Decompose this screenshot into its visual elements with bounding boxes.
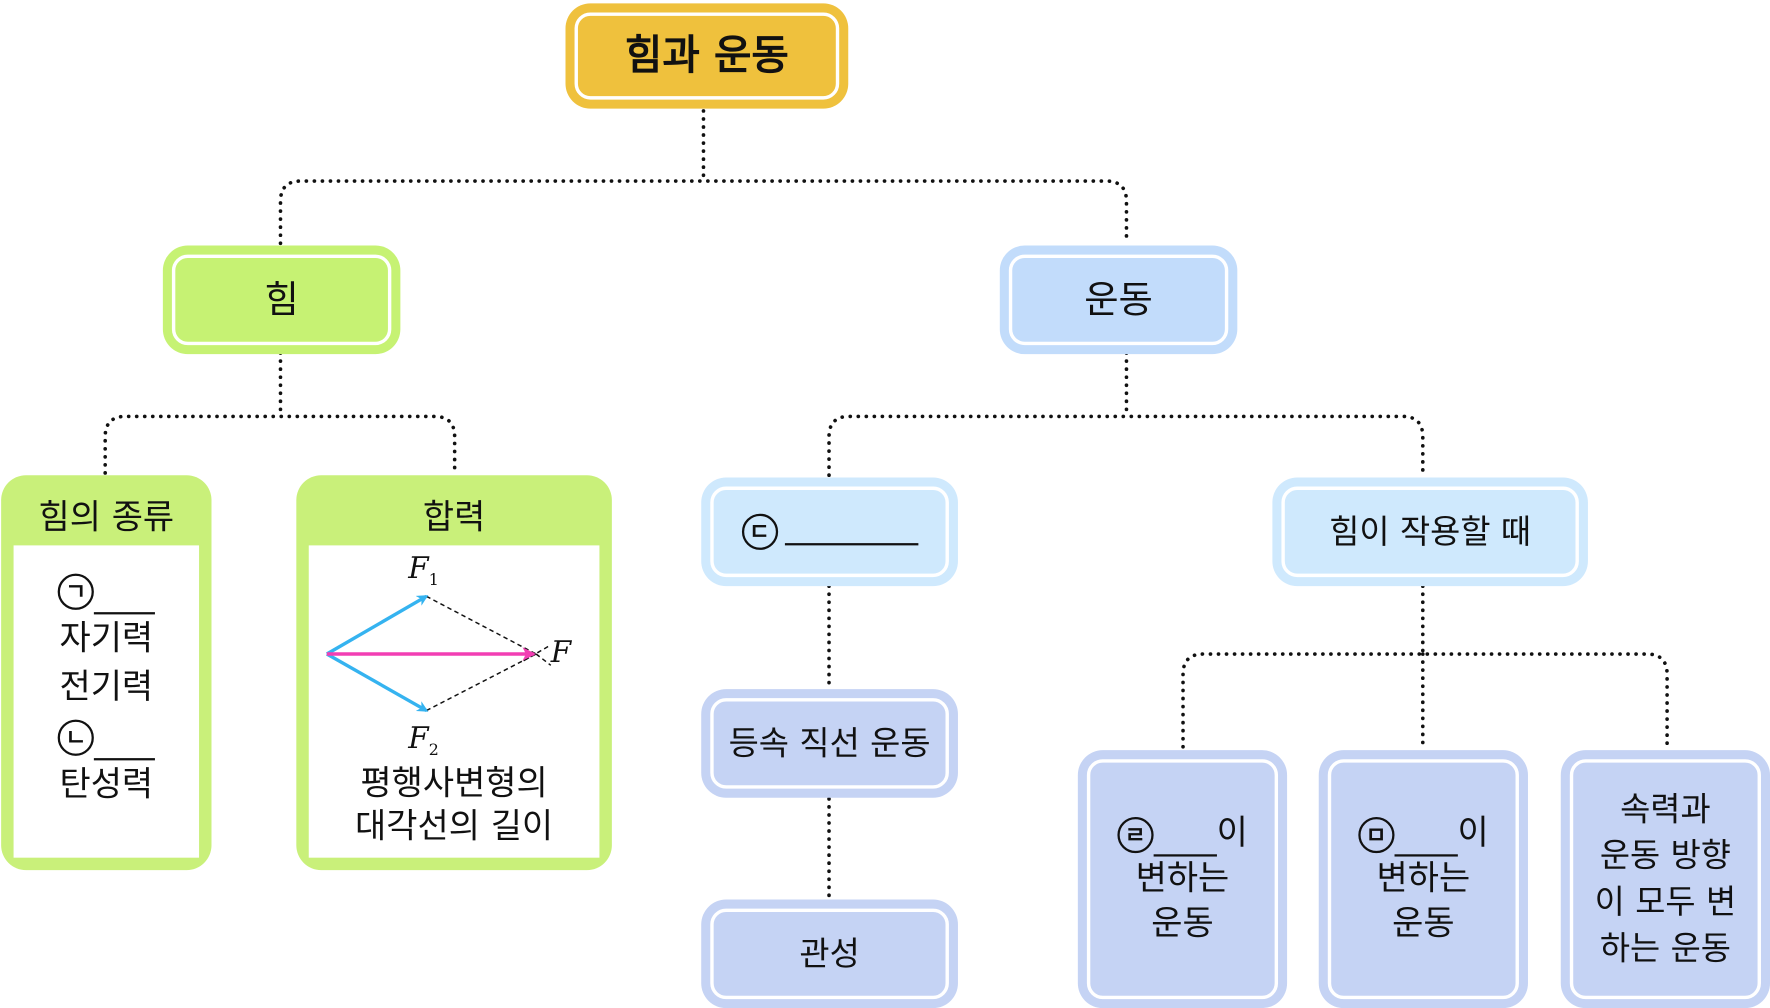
vector-diagram xyxy=(326,594,552,713)
parallelogram-edge-bottom xyxy=(426,653,537,712)
resultant-body: F1 F2 F 평행사변형의 대각선의 길이 xyxy=(308,545,600,858)
label-f2: F2 xyxy=(408,721,439,760)
vector-f2 xyxy=(326,652,429,713)
extension-line xyxy=(523,644,552,666)
speed-change-line-2: 변하는 xyxy=(1135,858,1230,899)
force-kinds-panel: 힘의 종류 ㄱ 자기력 전기력 ㄴ 탄성력 xyxy=(1,475,212,871)
marker-mieum: ㅁ xyxy=(1357,816,1395,853)
answer-blank xyxy=(93,733,155,761)
resultant-title: 합력 xyxy=(422,497,486,538)
caption-line-2: 대각선의 길이 xyxy=(355,806,554,847)
connector-motion-branch xyxy=(827,414,1425,478)
force-kind-magnetic: 자기력 xyxy=(59,618,154,659)
direction-change-line-2: 변하는 xyxy=(1376,858,1471,899)
resultant-force-panel: 합력 F1 xyxy=(296,475,612,871)
uniform-motion-label: 등속 직선 운동 xyxy=(710,698,949,789)
force-kind-blank-b: ㄴ xyxy=(14,712,199,761)
both-change-line-1: 속력과 xyxy=(1620,789,1711,829)
no-force-motion-label: ㄷ xyxy=(710,486,949,578)
answer-blank xyxy=(784,518,918,546)
direction-change-line-3: 운동 xyxy=(1392,904,1455,944)
marker-giyeok: ㄱ xyxy=(57,573,94,610)
answer-blank xyxy=(93,587,155,615)
root-label: 힘과 운동 xyxy=(574,12,840,100)
with-force-node: 힘이 작용할 때 xyxy=(1272,477,1588,587)
with-force-label: 힘이 작용할 때 xyxy=(1281,486,1579,578)
marker-digeut: ㄷ xyxy=(741,513,778,550)
label-f: F xyxy=(550,635,572,670)
force-node: 힘 xyxy=(162,245,401,355)
both-change-line-4: 하는 운동 xyxy=(1599,928,1731,968)
answer-blank xyxy=(1394,829,1458,857)
force-kinds-body: ㄱ 자기력 전기력 ㄴ 탄성력 xyxy=(13,545,200,858)
inertia-label: 관성 xyxy=(710,908,949,1000)
no-force-motion-node: ㄷ xyxy=(701,477,958,587)
resultant-caption: 평행사변형의 대각선의 길이 xyxy=(309,763,600,849)
force-kind-elastic: 탄성력 xyxy=(59,764,154,805)
force-kind-electric: 전기력 xyxy=(59,667,154,708)
inertia-node: 관성 xyxy=(701,899,958,1008)
motion-node: 운동 xyxy=(999,245,1238,355)
motion-label: 운동 xyxy=(1008,254,1229,346)
force-kind-blank-a: ㄱ xyxy=(14,566,199,615)
marker-rieul: ㄹ xyxy=(1117,816,1154,853)
speed-change-line-3: 운동 xyxy=(1151,904,1214,944)
vector-f1 xyxy=(326,594,429,656)
parallelogram-edge-top xyxy=(426,595,537,655)
both-change-line-3: 이 모두 변 xyxy=(1594,882,1737,922)
force-label: 힘 xyxy=(171,254,392,346)
label-f1: F1 xyxy=(408,552,439,590)
caption-line-1: 평행사변형의 xyxy=(360,763,548,804)
uniform-motion-node: 등속 직선 운동 xyxy=(701,689,958,798)
root-node: 힘과 운동 xyxy=(565,3,849,109)
both-change-line-2: 운동 방향 xyxy=(1599,836,1731,875)
force-kinds-title: 힘의 종류 xyxy=(38,497,175,538)
connector-with-force-branch xyxy=(1181,652,1669,749)
connector-force-branch xyxy=(103,414,457,475)
both-change-body: 속력과 운동 방향 이 모두 변 하는 운동 xyxy=(1569,759,1761,1000)
both-change-node: 속력과 운동 방향 이 모두 변 하는 운동 xyxy=(1560,750,1770,1008)
connector-root-branch xyxy=(278,179,1129,246)
answer-blank xyxy=(1153,829,1217,857)
marker-nieun: ㄴ xyxy=(57,719,94,756)
